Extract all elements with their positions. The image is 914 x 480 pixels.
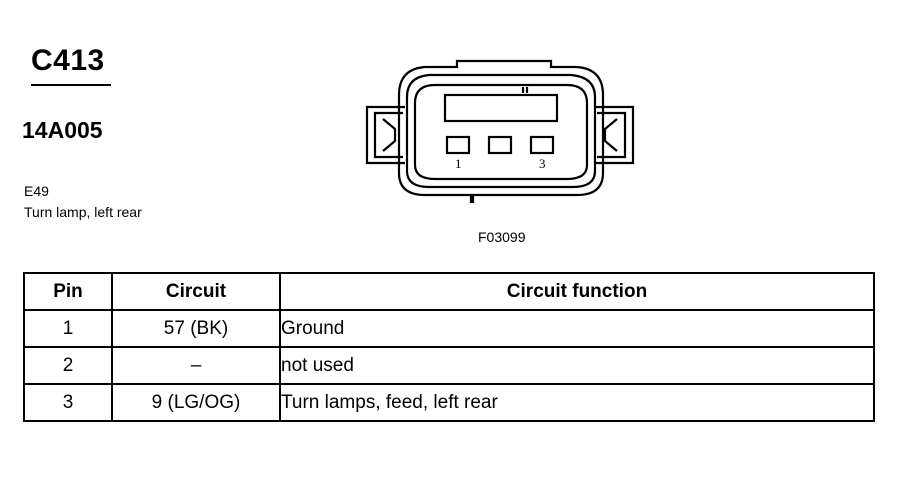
bottom-tab [469, 195, 475, 203]
connector-face-drawing: 1 3 [365, 59, 635, 203]
connector-id-underline [31, 84, 111, 86]
function-cell: not used [279, 346, 875, 385]
pinout-table: Pin Circuit Circuit function 1 57 (BK) G… [23, 272, 875, 422]
pin-label-3: 3 [539, 156, 546, 171]
keying-bar [443, 93, 559, 123]
table-header-row: Pin Circuit Circuit function [23, 272, 875, 311]
table-row: 1 57 (BK) Ground [23, 309, 875, 348]
location-code: E49 [24, 183, 49, 199]
pin-cell: 3 [23, 383, 113, 422]
function-cell: Ground [279, 309, 875, 348]
circuit-cell: – [111, 346, 281, 385]
part-number: 14A005 [22, 117, 103, 143]
header-circuit: Circuit [111, 272, 281, 311]
circuit-cell: 9 (LG/OG) [111, 383, 281, 422]
right-latch-inner [597, 111, 627, 159]
location-description: Turn lamp, left rear [24, 204, 142, 220]
connector-id: C413 [31, 44, 105, 77]
right-latch [595, 105, 635, 165]
inner-cavity [413, 83, 589, 181]
left-latch [365, 105, 405, 165]
middle-shroud [405, 73, 597, 189]
table-row: 2 – not used [23, 346, 875, 385]
function-cell: Turn lamps, feed, left rear [279, 383, 875, 422]
circuit-cell: 57 (BK) [111, 309, 281, 348]
figure-code: F03099 [478, 229, 526, 245]
terminal-cavity-2 [487, 135, 513, 155]
pin-cell: 2 [23, 346, 113, 385]
left-latch-inner [373, 111, 403, 159]
terminal-cavity-3 [529, 135, 555, 155]
pin-label-1: 1 [455, 156, 462, 171]
terminal-cavity-1 [445, 135, 471, 155]
outer-shroud [397, 59, 605, 197]
table-row: 3 9 (LG/OG) Turn lamps, feed, left rear [23, 383, 875, 422]
pin-cell: 1 [23, 309, 113, 348]
header-pin: Pin [23, 272, 113, 311]
header-function: Circuit function [279, 272, 875, 311]
